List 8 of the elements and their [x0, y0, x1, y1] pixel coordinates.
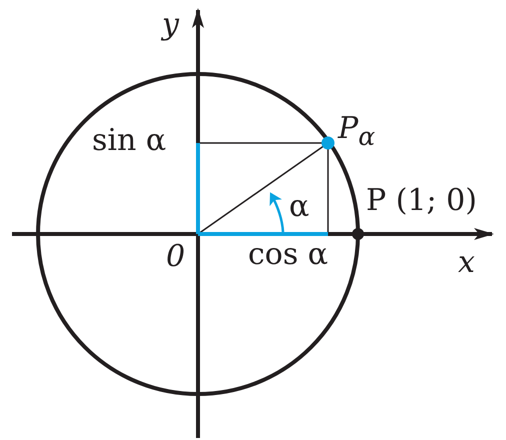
point-label: P$_{α}$ — [338, 114, 376, 149]
axis-label: y — [162, 10, 179, 40]
axis-label: x — [458, 248, 475, 278]
point-label: P (1; 0) — [366, 186, 477, 216]
cosine-label: cos α — [248, 240, 328, 270]
origin-label: 0 — [166, 242, 186, 272]
sine-label: sin α — [92, 126, 166, 156]
angle-label: α — [289, 192, 310, 222]
